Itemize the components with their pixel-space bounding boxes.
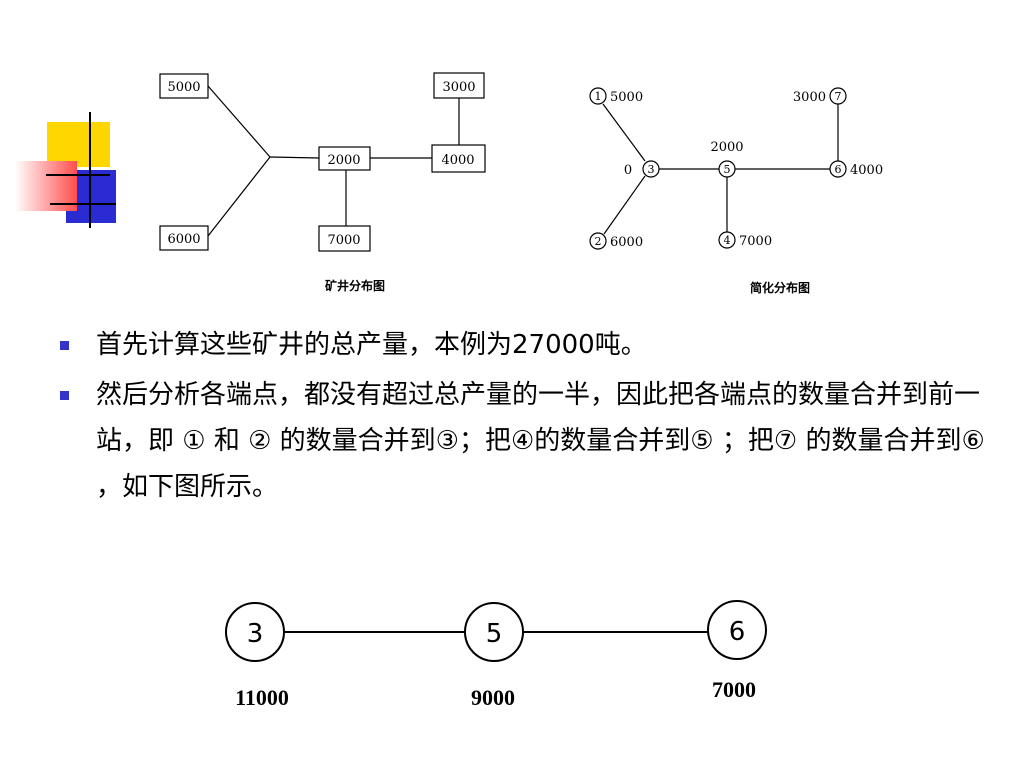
decorative-squares-logo [15,112,116,228]
edge-n1-n3 [602,103,646,162]
simplified-diagram-caption: 简化分布图 [750,280,810,295]
deco-yellow-square-right [80,122,110,167]
edge-5000-junction [207,85,271,158]
box-4000 [431,144,486,173]
box-5000-label: 5000 [167,80,200,95]
result-node-6-label: 6 [729,617,746,647]
box-6000-label: 6000 [167,232,200,247]
bullet-marker-icon [60,391,69,400]
node-4-number: 4 [724,234,731,247]
node-1-number: 1 [595,90,602,103]
deco-yellow-square [47,122,80,167]
edge-6000-junction [207,156,271,237]
box-4000-label: 4000 [441,153,474,168]
box-6000 [159,225,209,251]
node-2 [589,232,607,250]
result-node-6-value: 7000 [712,677,756,702]
box-2000 [318,146,371,171]
deco-red-gradient-square [15,161,77,211]
node-5-number: 5 [724,163,731,176]
node-4-value: 7000 [739,234,772,249]
node-3-value: 0 [624,163,632,178]
node-7-number: 7 [835,90,842,103]
result-node-5 [464,602,524,662]
node-3 [642,160,660,178]
box-7000 [318,225,371,252]
node-1 [589,87,607,105]
node-6-number: 6 [835,163,842,176]
edge-junction-2000 [269,156,320,159]
bullet-text: 然后分析各端点，都没有超过总产量的一半，因此把各端点的数量合并到前一站，即 ① … [96,380,985,502]
result-node-6 [707,600,767,660]
box-3000-label: 3000 [442,80,475,95]
mine-diagram-caption: 矿井分布图 [325,278,385,293]
node-6-value: 4000 [850,163,883,178]
mine-distribution-diagram: 5000 6000 2000 7000 3000 4000 矿井分布图 [159,72,486,293]
node-5 [718,160,736,178]
node-6 [829,160,847,178]
result-node-5-value: 9000 [471,685,515,710]
node-1-value: 5000 [610,90,643,105]
node-7-value: 3000 [793,90,826,105]
result-node-3-label: 3 [247,619,264,649]
result-node-3 [225,602,285,662]
node-2-number: 2 [595,235,602,248]
box-3000 [433,72,485,99]
result-node-3-value: 11000 [235,685,289,710]
edge-n2-n3 [603,175,646,235]
result-node-5-label: 5 [486,619,503,649]
box-2000-label: 2000 [327,153,360,168]
bullet-marker-icon [60,341,69,350]
bullet-item-total-production: 首先计算这些矿井的总产量，本例为27000吨。 [60,322,1005,368]
simplified-distribution-diagram: 1 5000 2 6000 3 0 5 2000 4 7000 6 4000 7… [589,87,883,295]
merged-result-diagram: 3 11000 5 9000 6 7000 [225,600,767,710]
node-5-value: 2000 [710,140,743,155]
bullet-item-merge-explanation: 然后分析各端点，都没有超过总产量的一半，因此把各端点的数量合并到前一站，即 ① … [60,372,1005,510]
node-4 [718,231,736,249]
node-3-number: 3 [648,163,655,176]
box-7000-label: 7000 [327,233,360,248]
explanation-bullet-list: 首先计算这些矿井的总产量，本例为27000吨。 然后分析各端点，都没有超过总产量… [60,322,1005,514]
bullet-text: 首先计算这些矿井的总产量，本例为27000吨。 [96,330,647,360]
node-2-value: 6000 [610,235,643,250]
node-7 [829,87,847,105]
box-5000 [159,73,209,99]
